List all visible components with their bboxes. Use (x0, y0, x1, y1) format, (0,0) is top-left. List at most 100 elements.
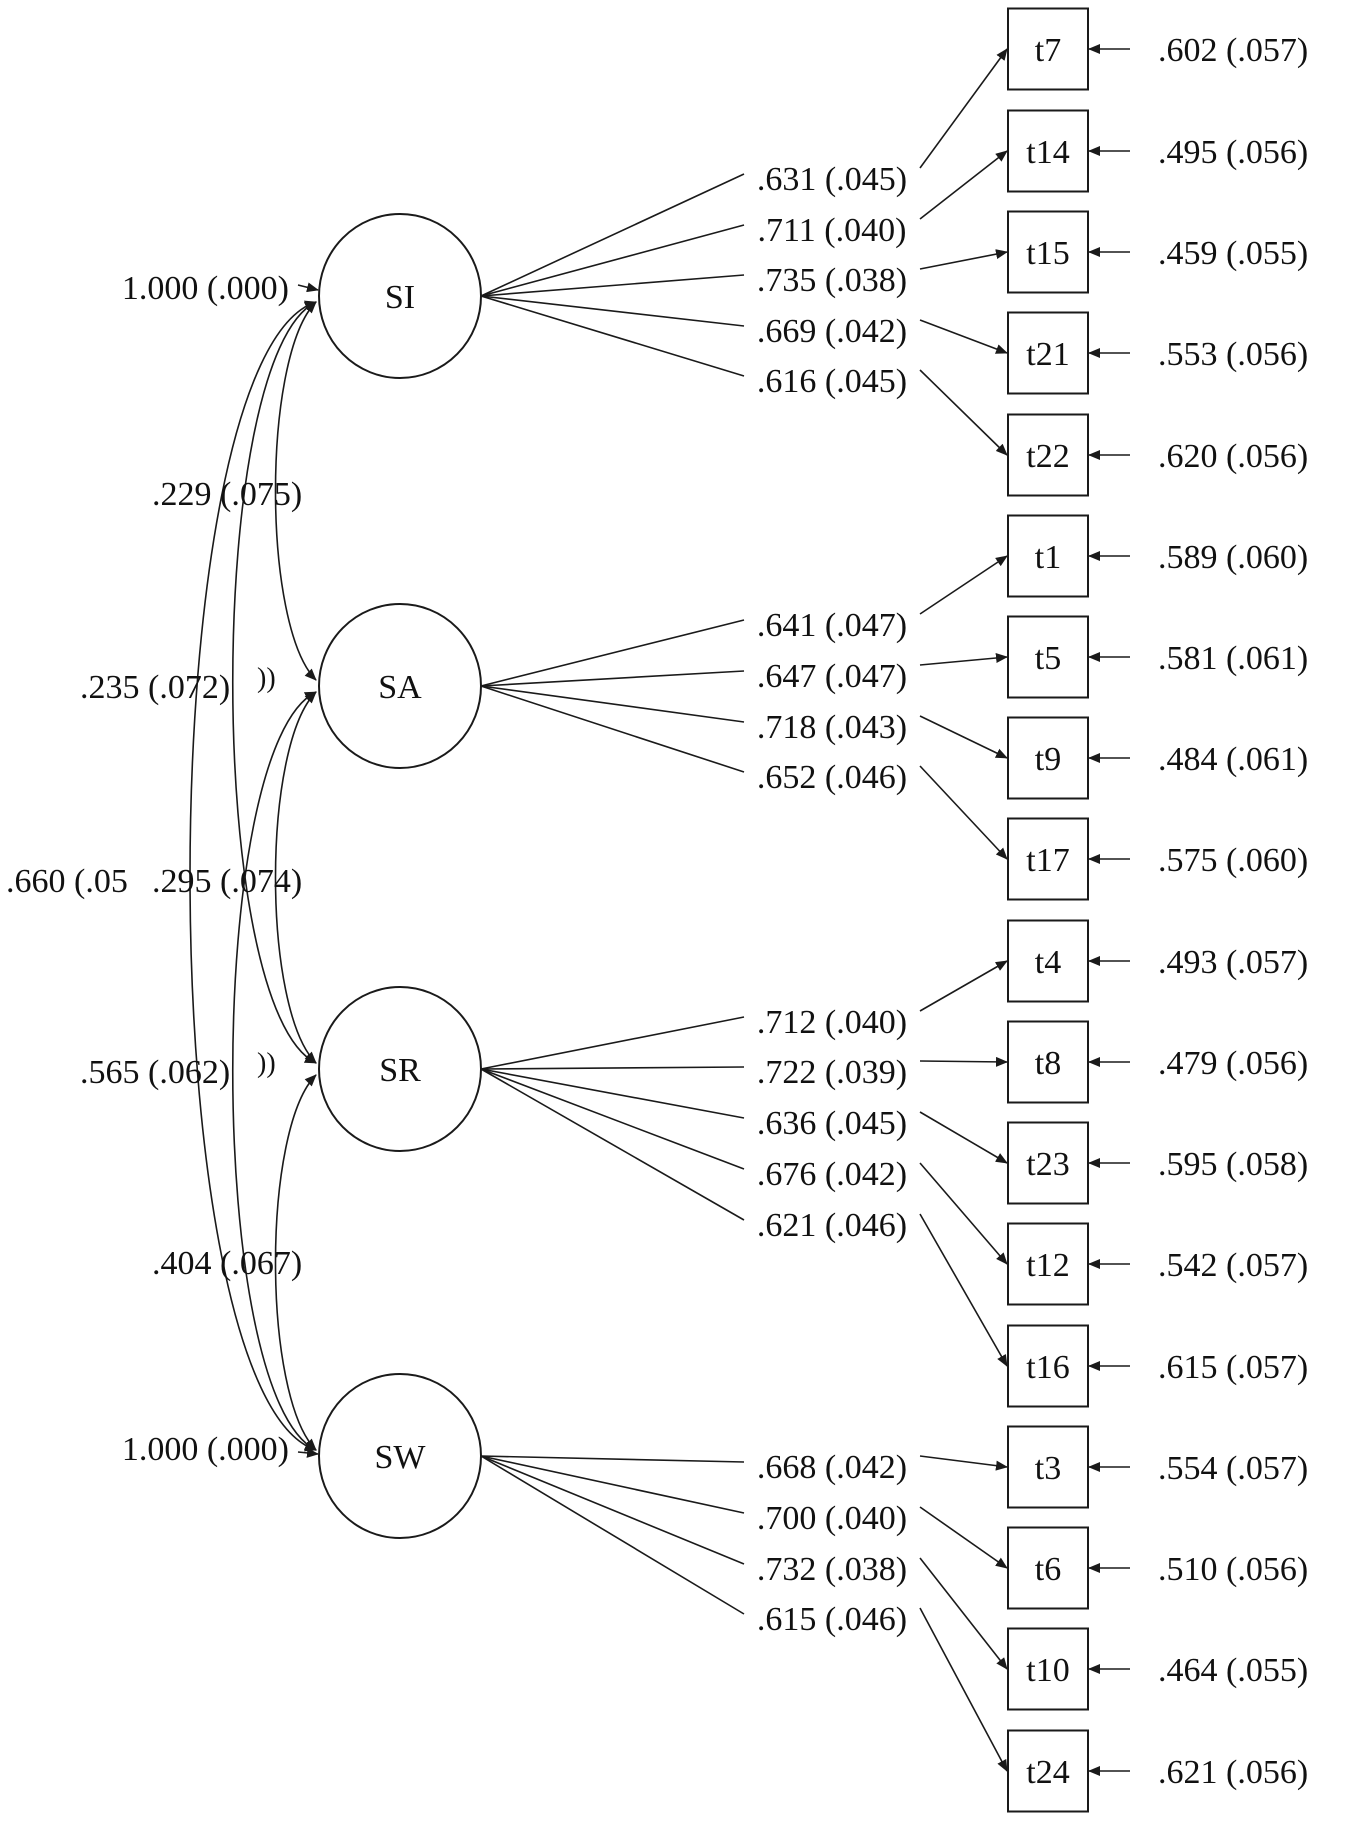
indicator-t10-label: t10 (1026, 1652, 1069, 1689)
loading-path-t21 (480, 295, 745, 327)
indicator-t24-label: t24 (1026, 1754, 1069, 1791)
indicator-t6-label: t6 (1035, 1551, 1061, 1588)
indicator-t17-label: t17 (1026, 842, 1069, 879)
loading-label-t1: .641 (.047) (757, 607, 907, 644)
loading-arrow-t23 (919, 1111, 1008, 1164)
loading-arrow-t12 (919, 1162, 1008, 1265)
loading-label-t6: .700 (.040) (757, 1500, 907, 1537)
loading-path-t14 (480, 224, 745, 297)
loading-arrow-t21 (919, 319, 1008, 354)
residual-label-t3: .554 (.057) (1158, 1450, 1308, 1487)
indicator-t9 (1007, 716, 1089, 800)
indicator-t3 (1007, 1425, 1089, 1509)
loading-label-t17: .652 (.046) (757, 759, 907, 796)
indicator-t14-label: t14 (1026, 134, 1069, 171)
correlation-arc-si-sr (231, 301, 317, 1064)
loading-path-t24 (480, 1455, 745, 1615)
indicator-t12 (1007, 1222, 1089, 1306)
indicator-t14 (1007, 109, 1089, 193)
residual-label-t4: .493 (.057) (1158, 944, 1308, 981)
latent-sa-label: SA (378, 669, 422, 706)
indicator-t7-label: t7 (1035, 32, 1061, 69)
residual-label-t12: .542 (.057) (1158, 1247, 1308, 1284)
indicator-t24 (1007, 1729, 1089, 1813)
indicator-t22 (1007, 413, 1089, 497)
loading-arrow-t14 (919, 150, 1008, 220)
indicator-t15-label: t15 (1026, 235, 1069, 272)
loading-path-t9 (480, 685, 745, 723)
residual-label-t1: .589 (.060) (1158, 539, 1308, 576)
loading-path-t17 (480, 685, 745, 773)
indicator-t1 (1007, 514, 1089, 598)
loading-path-t5 (480, 670, 745, 687)
label-fragment-1: )) (257, 663, 276, 694)
loading-path-t10 (480, 1455, 745, 1565)
loading-arrow-t6 (919, 1506, 1008, 1569)
loading-arrow-t22 (919, 369, 1008, 456)
loading-arrow-t1 (919, 555, 1008, 615)
loading-label-t23: .636 (.045) (757, 1105, 907, 1142)
indicator-t23-label: t23 (1026, 1146, 1069, 1183)
indicator-t3-label: t3 (1035, 1450, 1061, 1487)
correlation-arc-sa-sw (231, 691, 317, 1451)
indicator-t5-label: t5 (1035, 640, 1061, 677)
correlation-label-si-sr: .235 (.072) (80, 669, 230, 706)
loading-label-t10: .732 (.038) (757, 1551, 907, 1588)
loading-label-t12: .676 (.042) (757, 1156, 907, 1193)
loading-label-t21: .669 (.042) (757, 313, 907, 350)
loading-arrow-t15 (919, 249, 1008, 270)
loading-label-t14: .711 (.040) (758, 212, 907, 249)
residual-label-t14: .495 (.056) (1158, 134, 1308, 171)
correlation-arc-si-sa (274, 301, 317, 681)
indicator-t6 (1007, 1526, 1089, 1610)
indicator-t21-label: t21 (1026, 336, 1069, 373)
loading-path-t8 (480, 1066, 745, 1070)
loading-arrow-t3 (919, 1455, 1008, 1471)
loading-label-t9: .718 (.043) (757, 709, 907, 746)
loading-arrow-t5 (919, 653, 1008, 666)
indicator-t8-label: t8 (1035, 1045, 1061, 1082)
loading-label-t3: .668 (.042) (757, 1449, 907, 1486)
latent-si: SI (318, 213, 482, 379)
variance-arrow-sw (297, 1447, 319, 1458)
residual-label-t8: .479 (.056) (1158, 1045, 1308, 1082)
indicator-t23 (1007, 1121, 1089, 1205)
indicator-t9-label: t9 (1035, 741, 1061, 778)
residual-label-t6: .510 (.056) (1158, 1551, 1308, 1588)
residual-label-t9: .484 (.061) (1158, 741, 1308, 778)
loading-arrow-t10 (919, 1557, 1008, 1670)
loading-label-t16: .621 (.046) (757, 1207, 907, 1244)
latent-sw-label: SW (375, 1439, 427, 1476)
indicator-t22-label: t22 (1026, 438, 1069, 475)
residual-label-t17: .575 (.060) (1158, 842, 1308, 879)
latent-si-label: SI (385, 279, 415, 316)
loading-path-t22 (480, 295, 745, 377)
indicator-t4 (1007, 919, 1089, 1003)
latent-sa: SA (318, 603, 482, 769)
indicator-t1-label: t1 (1035, 539, 1061, 576)
residual-label-t24: .621 (.056) (1158, 1754, 1308, 1791)
correlation-arc-sa-sr (274, 691, 317, 1064)
loading-arrow-t9 (919, 715, 1008, 759)
loading-arrow-t24 (919, 1607, 1008, 1772)
residual-label-t10: .464 (.055) (1158, 1652, 1308, 1689)
loading-label-t5: .647 (.047) (757, 658, 907, 695)
latent-sw: SW (318, 1373, 482, 1539)
indicator-t16 (1007, 1324, 1089, 1408)
loading-path-t7 (480, 173, 745, 297)
loading-arrow-t8 (919, 1056, 1008, 1067)
loading-path-t12 (480, 1068, 745, 1170)
indicator-t10 (1007, 1627, 1089, 1711)
loading-path-t6 (480, 1455, 745, 1514)
loading-path-t23 (480, 1068, 745, 1119)
correlation-label-sr-sw: .404 (.067) (152, 1245, 302, 1282)
loading-label-t4: .712 (.040) (757, 1004, 907, 1041)
loading-path-t1 (480, 619, 745, 687)
residual-label-t21: .553 (.056) (1158, 336, 1308, 373)
loading-arrow-t4 (919, 960, 1008, 1012)
loading-label-t24: .615 (.046) (757, 1601, 907, 1638)
indicator-t5 (1007, 615, 1089, 699)
loading-path-t16 (480, 1068, 745, 1221)
latent-sr-label: SR (379, 1052, 421, 1089)
